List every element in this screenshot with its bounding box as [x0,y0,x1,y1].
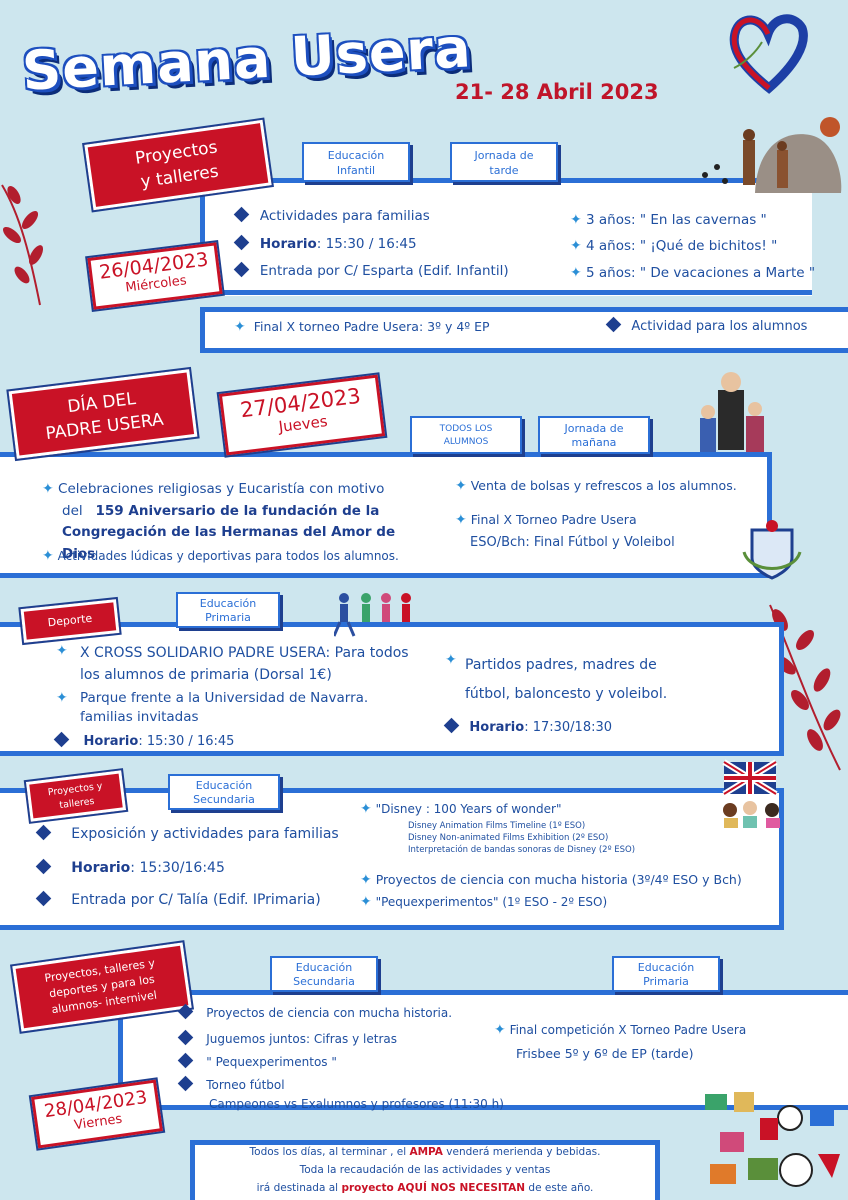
diamond-bullet-icon [233,206,250,223]
cavemen-illustration-icon [702,117,842,193]
star-bullet-icon: ✦ [455,478,467,494]
section-proyectos-secundaria-panel [0,788,784,930]
diamond-bullet-icon [35,824,52,841]
footer-ampa-box [190,1140,660,1200]
text-proyectos-ciencia: Proyectos de ciencia con mucha historia … [375,872,742,887]
text-alumnos-primaria: los alumnos de primaria (Dorsal 1€) [80,667,332,683]
star-bullet-icon: ✦ [234,319,246,335]
padre-usera-illustration-icon [700,372,764,452]
text-campeones: Campeones vs Exalumnos y profesores (11:… [209,1097,504,1111]
text-entrada-esparta: Entrada por C/ Esparta (Edif. Infantil) [259,263,509,279]
star-bullet-icon: ✦ [42,481,54,497]
text-torneo-futbol: Torneo fútbol [206,1078,285,1092]
crest-icon [742,520,802,580]
text-entrada-talia: Entrada por C/ Talía (Edif. IPrimaria) [71,892,321,908]
text-partidos-padres: Partidos padres, madres de [465,657,657,673]
torneo-bar [200,307,848,353]
date-28-04: 28/04/2023 Viernes [28,1076,166,1152]
star-bullet-icon: ✦ [360,872,372,888]
diamond-bullet-icon [35,858,52,875]
star-bullet-icon: ✦ [56,690,68,706]
red-branch-right-icon [769,604,841,771]
diamond-bullet-icon [177,1052,194,1069]
text-venta-bolsas: Venta de bolsas y refrescos a los alumno… [470,478,737,493]
diamond-bullet-icon [233,261,250,278]
footer-line-3: irá destinada al proyecto AQUÍ NOS NECES… [256,1182,594,1194]
star-bullet-icon: ✦ [570,238,582,254]
footer-line-1: Todos los días, al terminar , el AMPA ve… [249,1146,601,1158]
diamond-bullet-icon [53,731,70,748]
diamond-bullet-icon [177,1029,194,1046]
diamond-bullet-icon [443,717,460,734]
star-bullet-icon: ✦ [570,265,582,281]
section-26-abril-panel [200,178,812,296]
date-27-04: 27/04/2023 Jueves [216,371,388,459]
games-collage-illustration-icon [705,1092,840,1187]
heart-logo-icon [729,14,808,94]
text-5-anos: 5 años: " De vacaciones a Marte " [586,265,816,281]
text-frisbee: Frisbee 5º y 6º de EP (tarde) [516,1046,694,1061]
section-28-abril-panel [118,990,848,1110]
text-disney: "Disney : 100 Years of wonder" [375,802,562,816]
text-parque: Parque frente a la Universidad de Navarr… [80,690,369,706]
page-title: Semana Usera [20,16,473,103]
event-dates: 21- 28 Abril 2023 [455,80,659,104]
star-bullet-icon: ✦ [570,212,582,228]
text-actividad-alumnos: Actividad para los alumnos [631,319,808,334]
diamond-bullet-icon [177,1075,194,1092]
text-proyectos-ciencia-2: Proyectos de ciencia con mucha historia. [206,1006,453,1020]
uk-flag-kids-illustration-icon [722,759,780,828]
red-branch-left-icon [1,184,43,306]
section-27-abril-panel [0,452,772,578]
text-eso-bch-final: ESO/Bch: Final Fútbol y Voleibol [470,535,675,550]
star-bullet-icon: ✦ [360,801,372,817]
text-3-anos: 3 años: " En las cavernas " [586,212,767,228]
star-bullet-icon: ✦ [494,1022,506,1038]
text-congregacion: Congregación de las Hermanas del Amor de… [62,524,396,562]
text-disney-sub-3: Interpretación de bandas sonoras de Disn… [408,845,636,855]
text-aniversario: 159 Aniversario de la fundación de la [95,503,380,519]
diamond-bullet-icon [233,234,250,251]
text-exposicion: Exposición y actividades para familias [71,826,339,842]
text-disney-sub-1: Disney Animation Films Timeline (1º ESO) [408,821,586,831]
text-celebraciones: Celebraciones religiosas y Eucaristía co… [58,481,385,497]
text-actividades-familias: Actividades para familias [259,208,430,224]
text-pequexperimentos: "Pequexperimentos" (1º ESO - 2º ESO) [375,895,608,909]
star-bullet-icon: ✦ [42,548,54,564]
diamond-bullet-icon [177,1003,194,1020]
star-bullet-icon: ✦ [445,652,457,668]
star-bullet-icon: ✦ [360,894,372,910]
section-deporte-panel [0,622,784,756]
value-horario: : 15:30 / 16:45 [316,236,417,252]
text-futbol-baloncesto: fútbol, baloncesto y voleibol. [465,686,668,702]
text-4-anos: 4 años: " ¡Qué de bichitos! " [586,238,778,254]
text-pequexperimentos-2: " Pequexperimentos " [206,1055,337,1069]
diamond-bullet-icon [605,316,622,333]
text-final-competicion: Final competición X Torneo Padre Usera [509,1023,747,1037]
star-bullet-icon: ✦ [56,643,68,659]
text-disney-sub-2: Disney Non-animated Films Exhibition (2º… [408,833,609,843]
date-26-04: 26/04/2023 Miércoles [85,239,225,313]
text-final-torneo-3-4: Final X torneo Padre Usera: 3º y 4º EP [253,319,490,334]
text-final-torneo: Final X Torneo Padre Usera [470,512,637,527]
text-cross-solidario: X CROSS SOLIDARIO PADRE USERA: Para todo… [80,645,409,661]
diamond-bullet-icon [35,890,52,907]
footer-line-2: Toda la recaudación de las actividades y… [299,1164,551,1176]
text-actividades-ludicas: Actividades lúdicas y deportivas para to… [57,549,399,563]
text-juguemos-juntos: Juguemos juntos: Cifras y letras [206,1032,397,1046]
text-familias-invitadas: familias invitadas [80,709,199,725]
runners-illustration-icon [334,593,411,637]
star-bullet-icon: ✦ [455,512,467,528]
label-horario: Horario [259,236,317,252]
